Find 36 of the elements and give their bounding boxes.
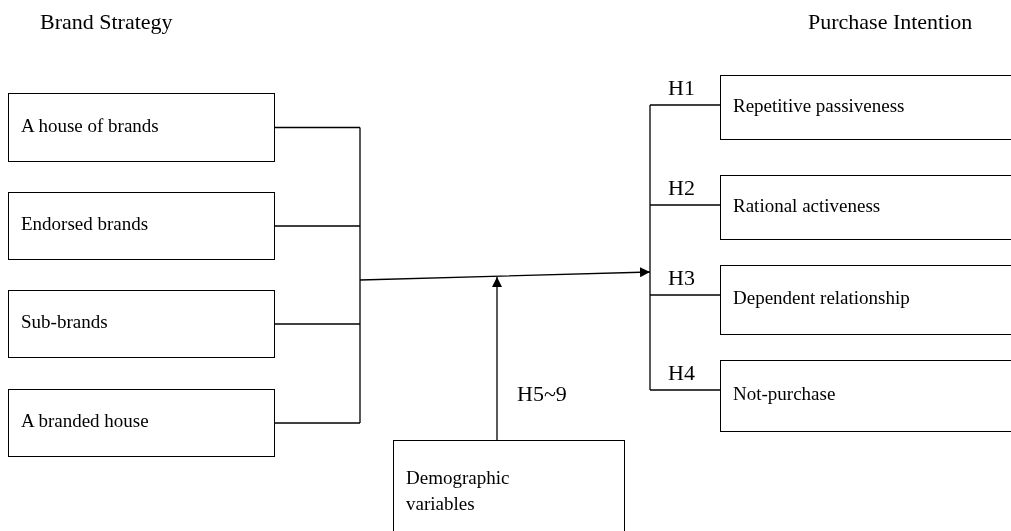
text-box (8, 93, 275, 162)
box-label: A branded house (21, 409, 149, 433)
text-box (393, 440, 625, 531)
box-label: Endorsed brands (21, 212, 149, 236)
box-label: Not-purchase (733, 382, 836, 406)
connector-line (274, 126, 361, 129)
connector-line (649, 389, 721, 391)
text-box (720, 265, 1011, 335)
connector-line (649, 104, 651, 391)
text-box (720, 360, 1011, 432)
box-label: Repetitive passiveness (733, 93, 905, 118)
text-box (720, 75, 1011, 140)
edge-label: H5~9 (517, 380, 567, 408)
edge-label: H1 (668, 75, 695, 101)
box-label: Dependent relationship (733, 286, 910, 310)
heading: Purchase Intention (808, 8, 973, 36)
edge-label: H3 (668, 265, 695, 291)
text-box (8, 290, 275, 358)
box-label: Rational activeness (733, 193, 881, 218)
connector-line (274, 323, 361, 325)
text-box (8, 192, 275, 260)
connector-line (274, 422, 361, 424)
text-box (720, 175, 1011, 240)
text-box (8, 389, 275, 457)
connector-line (649, 204, 721, 206)
box-label: A house of brands (21, 113, 159, 138)
connector-line (649, 294, 721, 296)
edge-label: H2 (668, 175, 695, 201)
heading: Brand Strategy (40, 8, 173, 36)
arrow (492, 276, 502, 441)
connector-line (649, 104, 721, 106)
arrow (359, 126, 651, 424)
connector-line (274, 225, 361, 227)
edge-label: H4 (668, 360, 695, 386)
box-label: Demographic variables (406, 466, 511, 516)
box-label: Sub-brands (21, 310, 108, 334)
